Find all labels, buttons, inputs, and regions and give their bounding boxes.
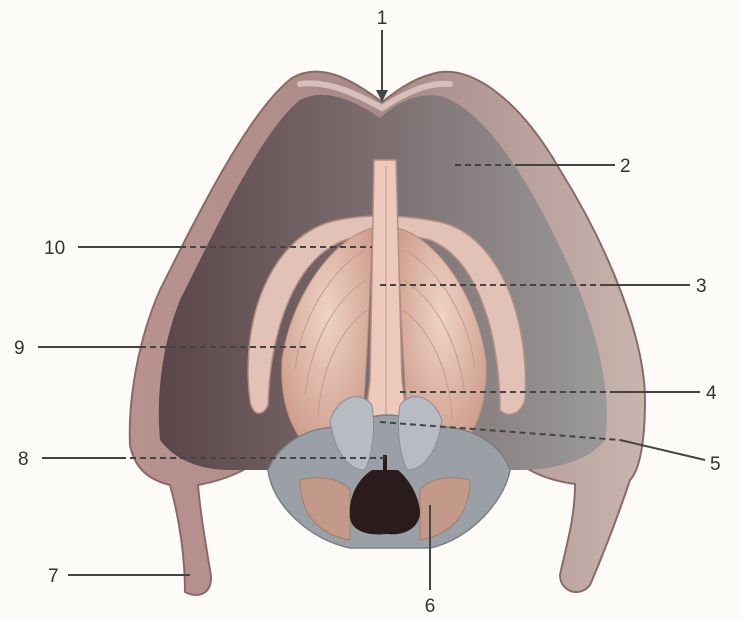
- label-6: 6: [425, 596, 436, 617]
- label-8: 8: [18, 449, 29, 470]
- label-9: 9: [14, 338, 25, 359]
- label-4: 4: [706, 383, 717, 404]
- label-5: 5: [710, 454, 721, 475]
- label-10: 10: [44, 238, 65, 259]
- label-2: 2: [620, 156, 631, 177]
- label-1: 1: [377, 8, 388, 29]
- label-3: 3: [696, 276, 707, 297]
- label-7: 7: [48, 566, 59, 587]
